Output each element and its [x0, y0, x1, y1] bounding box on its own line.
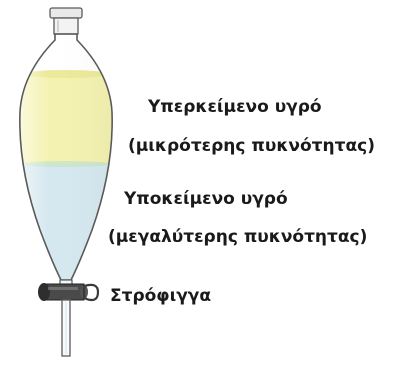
label-lower-liquid: Υποκείμενο υγρό: [124, 189, 288, 209]
label-upper-liquid: Υπερκείμενο υγρό: [148, 97, 322, 117]
stopper: [49, 7, 83, 35]
label-lower-liquid-density: (μεγαλύτερης πυκνότητας): [108, 227, 368, 247]
label-upper-liquid-density: (μικρότερης πυκνότητας): [128, 136, 375, 156]
funnel-stem: [61, 299, 71, 357]
label-stopcock: Στρόφιγγα: [110, 286, 212, 306]
stopcock: [38, 279, 100, 302]
